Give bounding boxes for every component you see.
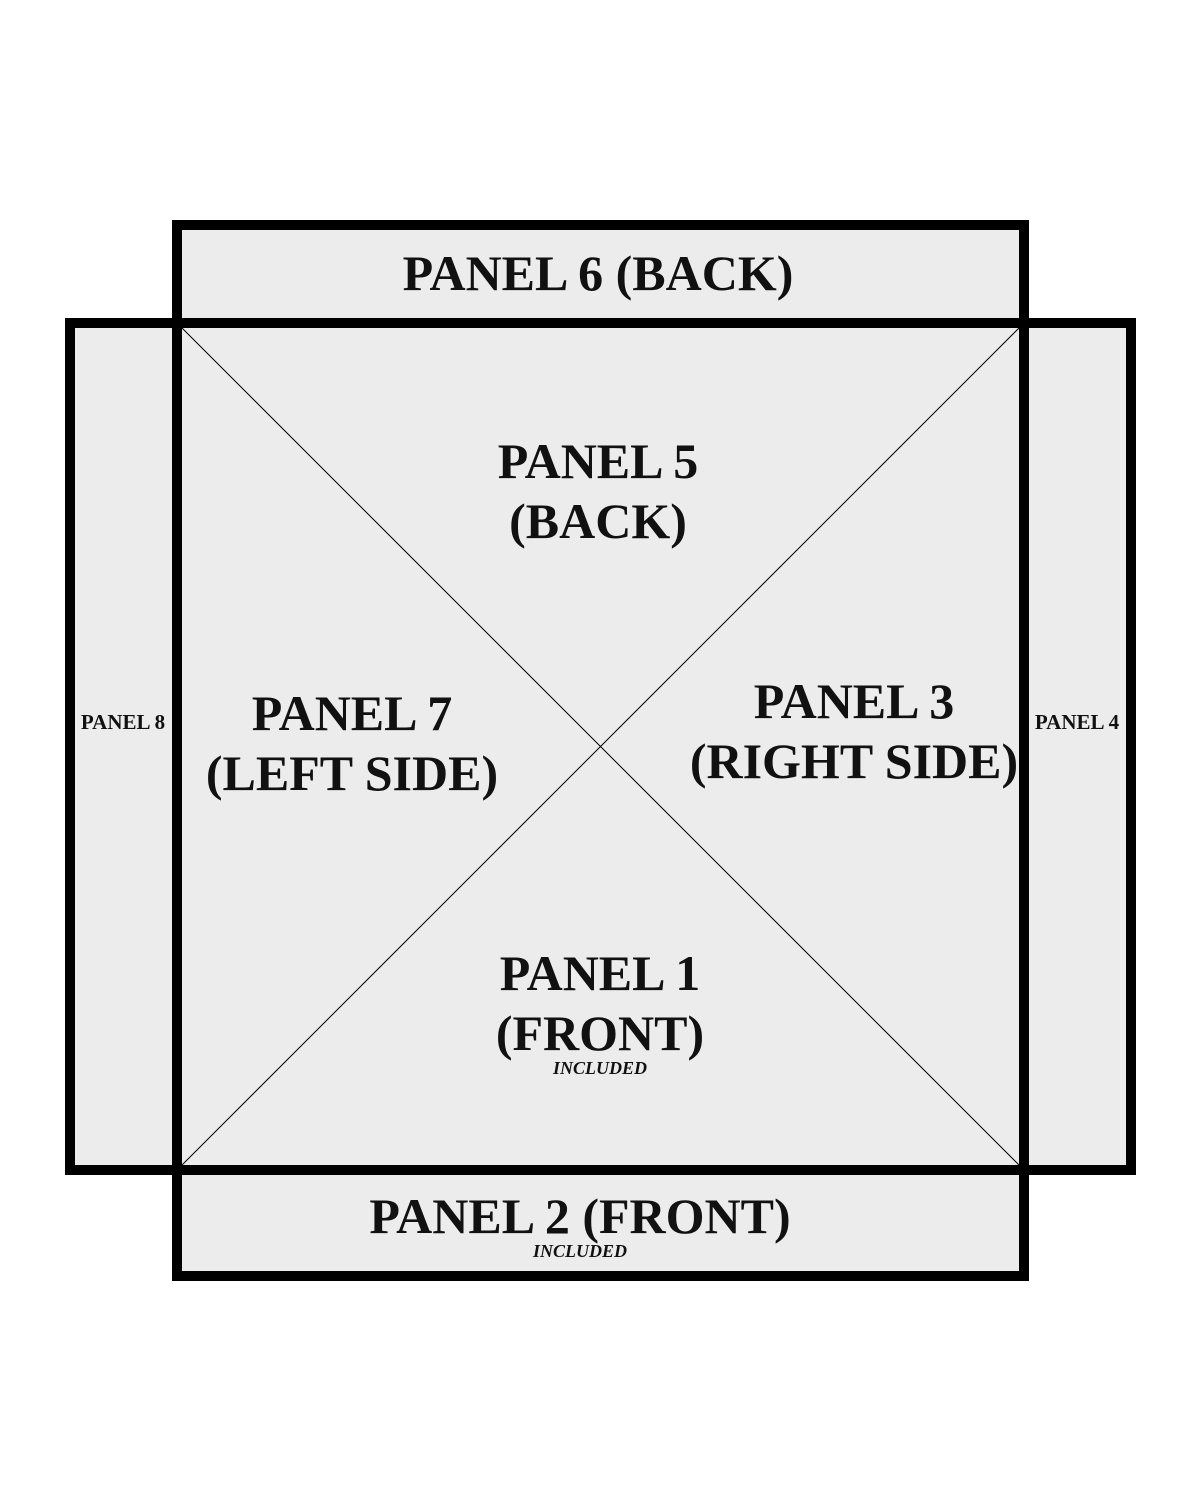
panel-5-sublabel: (BACK) — [509, 493, 687, 549]
panel-7-label: PANEL 7 — [252, 685, 453, 741]
panel-3-label: PANEL 3 — [754, 673, 955, 729]
diagonal-line — [181, 327, 1020, 1166]
panel-8-label: PANEL 8 — [81, 710, 165, 734]
panel-7-sublabel: (LEFT SIDE) — [206, 745, 498, 801]
panel-1-included-note: INCLUDED — [552, 1058, 647, 1078]
panel-3-sublabel: (RIGHT SIDE) — [690, 733, 1018, 789]
panel-4-label: PANEL 4 — [1035, 710, 1120, 734]
panel-1-sublabel: (FRONT) — [496, 1005, 704, 1061]
panel-1-label: PANEL 1 — [500, 945, 701, 1001]
panel-2-included-note: INCLUDED — [532, 1241, 627, 1261]
panel-5-label: PANEL 5 — [498, 433, 699, 489]
panel-2-label: PANEL 2 (FRONT) — [369, 1188, 790, 1244]
panel-6-label: PANEL 6 (BACK) — [403, 245, 794, 301]
